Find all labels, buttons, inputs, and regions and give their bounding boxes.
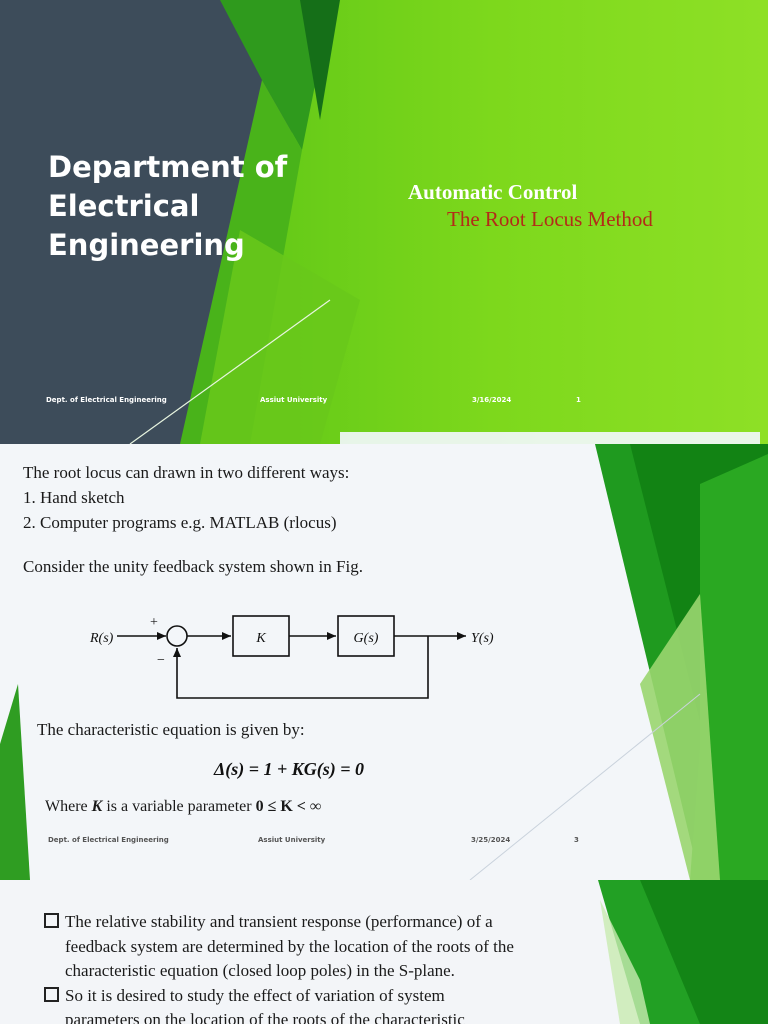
title-slide: Department of Electrical Engineering Aut… [0,0,768,444]
footer-department: Dept. of Electrical Engineering [48,836,169,844]
where-prefix: Where [45,798,92,815]
bullet-line: The relative stability and transient res… [65,912,493,931]
bullet-line: So it is desired to study the effect of … [65,985,445,1005]
department-title-line: Department of [48,150,288,184]
footer-department: Dept. of Electrical Engineering [46,396,167,404]
diagram-output-label: Y(s) [471,631,494,646]
footer-university: Assiut University [258,836,326,844]
content-slide-root-locus-ways: The root locus can drawn in two differen… [0,444,768,880]
checkbox-bullet-icon [44,986,59,1002]
summing-minus-sign: − [157,653,165,668]
department-title-line: Electrical [48,189,200,223]
intro-text: The root locus can drawn in two differen… [23,463,350,482]
bullet-item: The relative stability and transient res… [44,910,514,1024]
consider-text: Consider the unity feedback system shown… [23,557,363,576]
content-slide-root-location: The relative stability and transient res… [0,880,768,1024]
bullet-line: feedback system are determined by the lo… [65,936,514,956]
parameter-range-text: Where K is a variable parameter 0 ≤ K < … [45,798,321,816]
footer-university: Assiut University [260,396,328,404]
characteristic-equation: Δ(s) = 1 + KG(s) = 0 [214,759,365,779]
course-title: Automatic Control [408,180,578,204]
footer-page-number: 3 [574,836,579,844]
department-title-line: Engineering [48,228,245,262]
slide-side-art [0,444,768,880]
feedback-block-diagram: R(s) + − K G(s) Y(s) [89,615,494,699]
summing-plus-sign: + [150,615,158,630]
k-range: 0 ≤ K < ∞ [255,798,322,815]
bullet-line: characteristic equation (closed loop pol… [65,961,455,980]
footer-date: 3/16/2024 [472,396,512,404]
footer-date: 3/25/2024 [471,836,511,844]
where-middle: is a variable parameter [102,798,256,815]
bullet-line: parameters on the location of the roots … [65,1010,465,1024]
characteristic-equation-label: The characteristic equation is given by: [37,720,305,739]
slide-side-art [598,880,768,1024]
checkbox-bullet-icon [44,913,59,928]
diagram-input-label: R(s) [89,631,114,646]
plant-block-label: G(s) [354,631,379,646]
lecture-title: The Root Locus Method [447,207,653,231]
slide-background-art [129,0,768,444]
method-item: 1. Hand sketch [23,488,125,507]
footer-page-number: 1 [576,396,581,404]
gain-block-label: K [255,631,266,646]
method-item: 2. Computer programs e.g. MATLAB (rlocus… [23,513,337,532]
department-title: Department of Electrical Engineering [48,148,287,265]
variable-k: K [91,798,103,815]
